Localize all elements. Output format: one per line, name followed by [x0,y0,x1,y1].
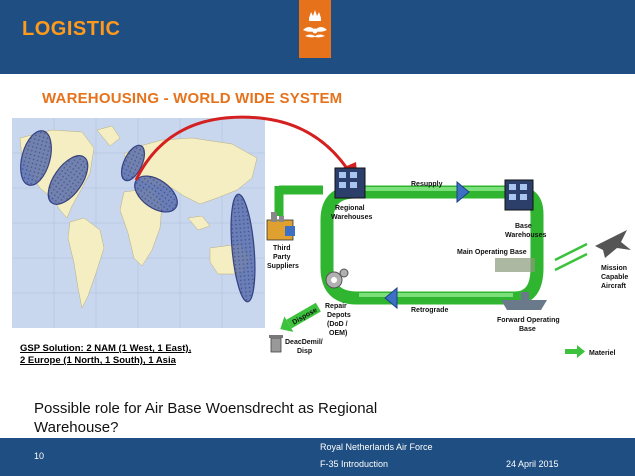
header-bar: LOGISTIC [0,0,635,74]
label-third-3: Suppliers [267,263,299,270]
label-repair-2: Depots [327,312,351,319]
question-line-1: Possible role for Air Base Woensdrecht a… [34,400,378,417]
label-repair-3: (DoD / [327,321,348,328]
label-regional-1: Regional [335,205,365,212]
question-text: Possible role for Air Base Woensdrecht a… [34,399,464,437]
label-main-operating-base: Main Operating Base [457,249,527,256]
base-warehouse-icon [504,179,534,211]
gsp-caption-line-2: 2 Europe (1 North, 1 South), 1 Asia [20,355,176,366]
footer-bar: 10 Royal Netherlands Air Force F-35 Intr… [0,438,635,476]
label-mission-2: Capable [601,274,628,281]
question-line-2: Warehouse? [34,419,119,436]
label-mission-1: Mission [601,265,627,272]
label-repair-4: OEM) [329,330,347,337]
label-base-2: Warehouses [505,232,546,239]
legend-materiel-label: Materiel [589,350,616,357]
royal-emblem-icon [299,0,331,58]
world-map [12,118,265,328]
label-third-2: Party [273,254,291,261]
legend-materiel: Materiel [565,345,616,358]
regional-warehouse-icon [334,167,366,199]
forward-base-ship-icon [501,292,547,310]
label-mission-3: Aircraft [601,283,627,290]
gsp-caption-line-1: GSP Solution: 2 NAM (1 West, 1 East), [20,343,192,354]
repair-gear-icon [325,268,349,289]
trash-can-icon [269,335,283,353]
slide-title: LOGISTIC [22,18,121,40]
label-fob-2: Base [519,326,536,333]
dispose-arrow: Dispose [280,302,321,332]
page-number: 10 [34,451,45,461]
airfield-icon [495,258,535,272]
label-retrograde: Retrograde [411,307,448,314]
supply-chain-diagram: Regional Warehouses Resupply Base Wareho… [265,150,635,380]
section-title: WAREHOUSING - WORLD WIDE SYSTEM [42,90,343,107]
fighter-jet-icon [595,230,631,258]
label-fob-1: Forward Operating [497,317,560,324]
label-deac-1: DeacDemil/ [285,339,323,346]
third-party-suppliers-icon [266,212,295,241]
label-deac-2: Disp [297,348,312,355]
label-resupply: Resupply [411,181,443,188]
aircraft-link-line [554,242,588,262]
gsp-solution-caption: GSP Solution: 2 NAM (1 West, 1 East), 2 … [20,343,280,367]
label-repair-1: Repair [325,303,347,310]
footer-course: F-35 Introduction [320,459,389,469]
label-regional-2: Warehouses [331,214,372,221]
footer-date: 24 April 2015 [506,459,559,469]
label-third-1: Third [273,245,291,252]
label-base-1: Base [515,223,532,230]
footer-organization: Royal Netherlands Air Force [320,442,433,452]
